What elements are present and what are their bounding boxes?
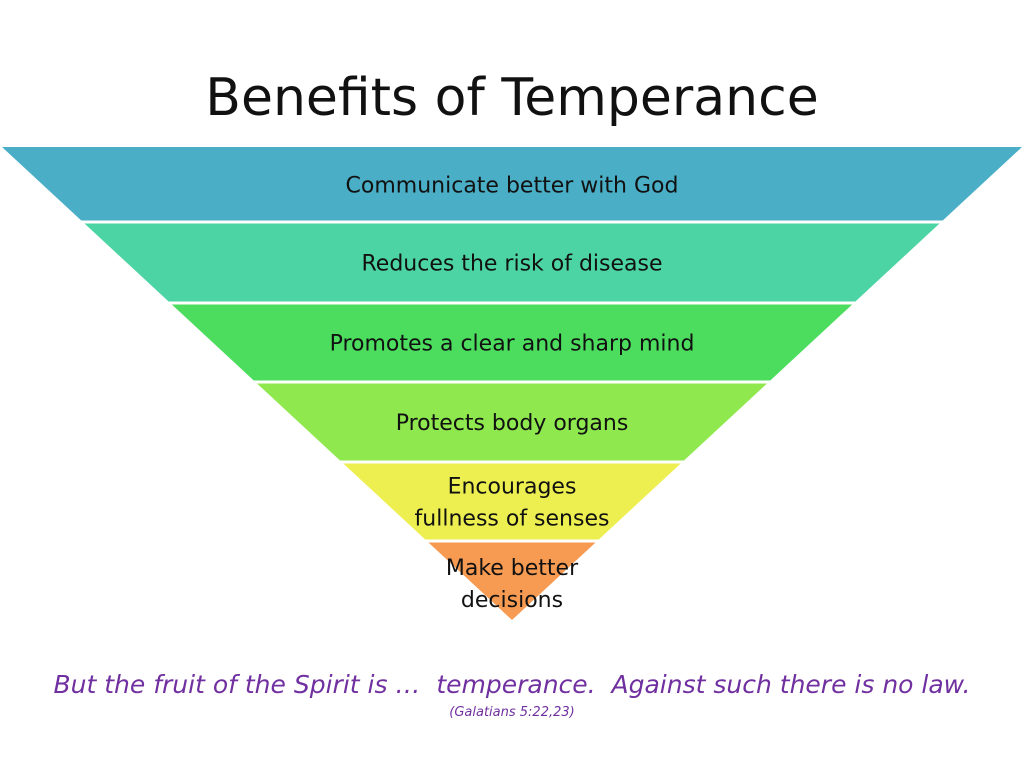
pyramid-tier-shape [343,463,681,540]
pyramid-tier-shape [171,304,853,381]
pyramid-tier-shape [84,223,940,302]
pyramid-tier-shape [257,383,767,461]
pyramid-tier: Reduces the risk of disease [84,223,940,302]
slide-title: Benefits of Temperance [205,68,819,128]
pyramid-tier-label-line: Communicate better with God [346,174,679,199]
pyramid-tier-label-line: decisions [461,588,563,613]
pyramid-tier-label: Protects body organs [396,411,629,436]
pyramid-tier-label: Encourages fullness of senses [415,475,610,532]
pyramid-tier-label: Make better decisions [446,556,579,613]
pyramid-tier: Protects body organs [257,383,767,461]
pyramid-tier-label-line: Reduces the risk of disease [361,252,662,277]
pyramid-tier: Promotes a clear and sharp mind [171,304,853,381]
pyramid-tier-label: Promotes a clear and sharp mind [330,332,695,357]
pyramid-tier: Make better decisions [428,542,596,620]
pyramid-tier-shape [428,542,596,620]
pyramid-tier-label-line: Encourages [448,475,577,500]
pyramid-tier: Encourages fullness of senses [343,463,681,540]
pyramid-tier-shape [2,147,1022,221]
pyramid-tier-label-line: Protects body organs [396,411,629,436]
pyramid-tier-label: Reduces the risk of disease [361,252,662,277]
scripture-quote: But the fruit of the Spirit is … tempera… [53,670,971,699]
pyramid-tier-label-line: Promotes a clear and sharp mind [330,332,695,357]
pyramid-tier-label: Communicate better with God [346,174,679,199]
scripture-citation: (Galatians 5:22,23) [449,705,575,720]
pyramid-tier-label-line: fullness of senses [415,507,610,532]
pyramid-tier-label-line: Make better [446,556,579,581]
pyramid-tier: Communicate better with God [2,147,1022,221]
